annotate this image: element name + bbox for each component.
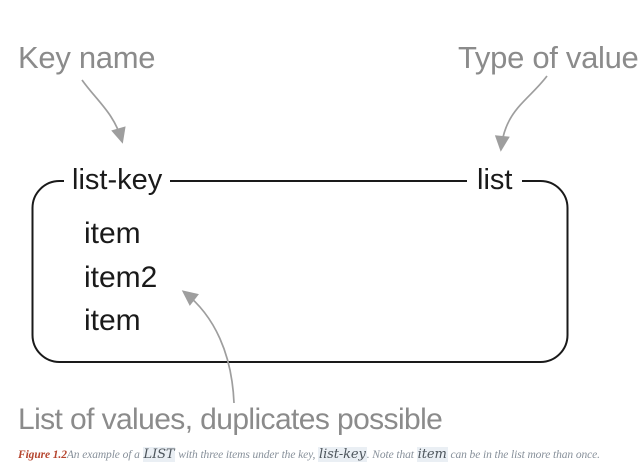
- caption-code-list-key: list-key: [318, 447, 367, 462]
- figure-number: Figure 1.2: [18, 449, 67, 461]
- list-box-outline: [31, 180, 569, 363]
- list-item: item: [84, 304, 141, 337]
- caption-text: . Note that: [366, 449, 417, 461]
- caption-text: with three items under the key,: [175, 449, 319, 461]
- caption-text: can be in the list more than once.: [447, 449, 600, 461]
- list-item: item2: [84, 260, 158, 294]
- list-items: item item2 item: [84, 212, 157, 343]
- list-key-label: list-key: [64, 161, 171, 199]
- list-of-values-arrow: [181, 290, 235, 404]
- list-item: item: [84, 217, 141, 250]
- figure-caption: Figure 1.2An example of a LIST with thre…: [18, 446, 624, 464]
- caption-code-list: LIST: [142, 447, 176, 462]
- caption-text: An example of a: [66, 449, 143, 461]
- type-of-value-label: Type of value: [458, 40, 639, 75]
- list-of-values-label: List of values, duplicates possible: [18, 403, 443, 436]
- key-name-label: Key name: [18, 40, 156, 75]
- list-type-label: list: [467, 161, 523, 199]
- key-name-arrow: [81, 79, 126, 144]
- caption-code-item: item: [416, 447, 448, 462]
- type-of-value-arrow: [494, 75, 548, 152]
